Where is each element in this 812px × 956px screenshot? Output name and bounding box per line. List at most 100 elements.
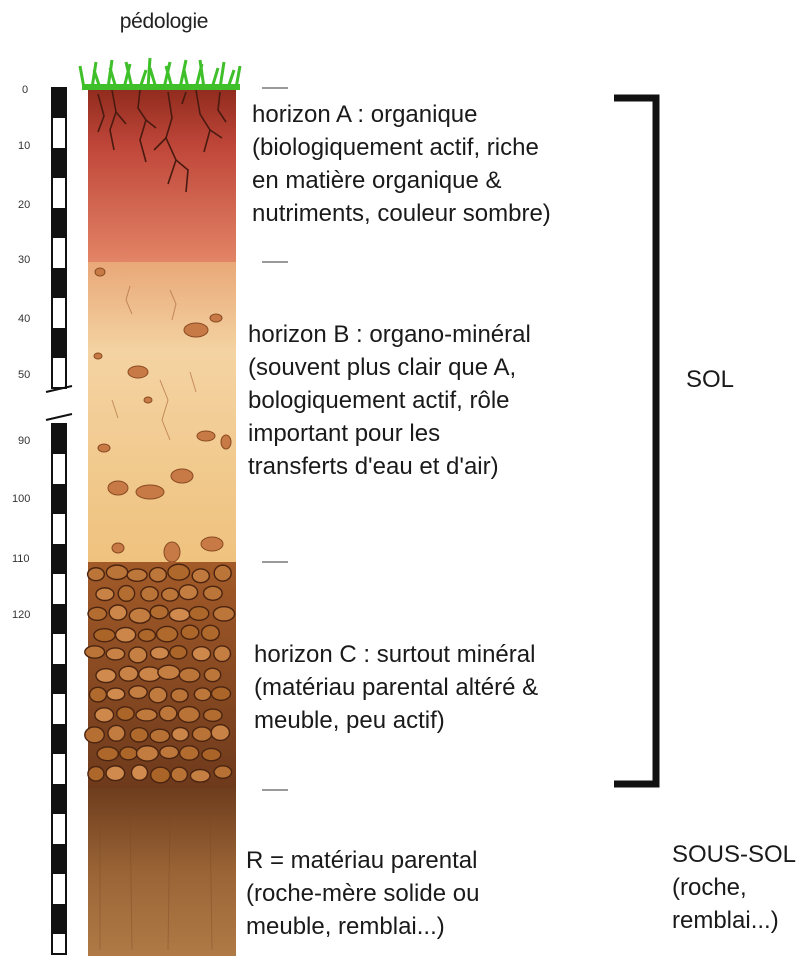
rock-fragment: [85, 646, 105, 658]
horizon-b-heading: horizon B : organo-minéral: [248, 318, 531, 351]
rock-fragment: [139, 667, 161, 682]
rock-fragment: [119, 666, 138, 681]
rock-fragment: [192, 647, 210, 661]
scale-tick-label: 0: [22, 84, 28, 96]
rock-fragment: [171, 767, 187, 782]
rock-fragment: [211, 725, 229, 741]
rock-fragment: [94, 629, 115, 642]
rock-fragment: [88, 568, 105, 581]
rock-fragment: [141, 587, 158, 601]
scale-tick-label: 50: [18, 369, 30, 381]
horizon-c-heading: horizon C : surtout minéral: [254, 638, 538, 671]
rock-fragment: [89, 687, 106, 702]
rock-fragment: [204, 709, 222, 721]
rock-fragment: [85, 727, 105, 743]
horizon-c-description: horizon C : surtout minéral (matériau pa…: [254, 638, 538, 737]
rock-fragment: [159, 706, 176, 721]
rock-fragment: [138, 629, 155, 641]
scale-tick-label: 90: [18, 435, 30, 447]
rock-fragment: [213, 607, 234, 621]
rock-fragment: [97, 747, 118, 761]
rock-fragment: [129, 686, 147, 699]
scale-tick-label: 10: [18, 140, 30, 152]
scale-tick-label: 40: [18, 313, 30, 325]
sous-sol-label: SOUS-SOL (roche, remblai...): [672, 838, 796, 937]
horizon-r-layer: [88, 788, 236, 956]
rock-fragment: [149, 568, 166, 582]
sous-sol-line: remblai...): [672, 904, 796, 937]
rock-fragment: [179, 585, 197, 600]
rock-fragment: [162, 588, 179, 601]
rock-fragment: [136, 709, 157, 721]
rock-fragment: [136, 746, 158, 761]
rock-fragment: [158, 665, 180, 679]
horizon-b-layer: [88, 262, 236, 562]
scale-tick-label: 120: [12, 609, 30, 621]
rock-fragment: [130, 728, 148, 742]
rock-fragment: [151, 767, 170, 783]
sol-bracket: [614, 98, 656, 784]
rock-fragment: [169, 608, 189, 621]
rock-fragment: [120, 747, 137, 760]
rock-fragment: [96, 669, 116, 683]
horizon-b-line: (souvent plus clair que A,: [248, 351, 531, 384]
horizon-b-line: important pour les: [248, 417, 531, 450]
rock-fragment: [214, 565, 231, 581]
horizon-a-description: horizon A : organique (biologiquement ac…: [252, 98, 551, 230]
rock-fragment: [150, 729, 170, 742]
rock-fragment: [168, 564, 190, 580]
horizon-r-heading: R = matériau parental: [246, 844, 479, 877]
rock-fragment: [88, 767, 104, 781]
horizon-a-layer: [88, 86, 236, 262]
rock-fragment: [150, 647, 168, 659]
rock-fragment: [214, 766, 231, 778]
rock-fragment: [150, 605, 168, 618]
rock-fragment: [192, 727, 211, 741]
horizon-a-line: (biologiquement actif, riche: [252, 131, 551, 164]
rock-fragment: [211, 687, 230, 700]
rock-fragment: [179, 668, 200, 682]
scale-tick-label: 30: [18, 254, 30, 266]
scale-tick-label: 100: [12, 493, 30, 505]
horizon-r-description: R = matériau parental (roche-mère solide…: [246, 844, 479, 943]
rock-fragment: [180, 746, 199, 760]
horizon-b-line: transferts d'eau et d'air): [248, 450, 531, 483]
horizon-b-description: horizon B : organo-minéral (souvent plus…: [248, 318, 531, 483]
rock-fragment: [108, 725, 125, 741]
rock-fragment: [192, 569, 209, 583]
rock-fragment: [129, 647, 147, 663]
rock-fragment: [214, 646, 231, 662]
rock-fragment: [95, 708, 114, 722]
scale-tick-label: 20: [18, 199, 30, 211]
rock-fragment: [194, 688, 211, 701]
horizon-b-line: bologiquement actif, rôle: [248, 384, 531, 417]
rock-fragment: [107, 688, 125, 700]
horizon-a-heading: horizon A : organique: [252, 98, 551, 131]
rock-fragment: [129, 608, 150, 623]
rock-fragment: [127, 569, 147, 581]
rock-fragment: [172, 727, 189, 741]
horizon-a-line: en matière organique &: [252, 164, 551, 197]
horizon-a-line: nutriments, couleur sombre): [252, 197, 551, 230]
rock-fragment: [117, 707, 134, 721]
rock-fragment: [170, 646, 187, 659]
scale-tick-label: 110: [12, 553, 30, 565]
depth-scale: 0 10 20 30 40 50 90 100 110 120: [12, 84, 72, 954]
rock-fragment: [149, 687, 167, 703]
soil-column: [80, 58, 240, 956]
rock-fragment: [202, 748, 221, 760]
rock-fragment: [204, 668, 220, 681]
rock-fragment: [88, 607, 107, 620]
sol-label: SOL: [686, 366, 734, 394]
rock-fragment: [118, 586, 134, 602]
rock-fragment: [106, 766, 125, 781]
sous-sol-heading: SOUS-SOL: [672, 838, 796, 871]
rock-fragment: [202, 625, 220, 640]
rock-fragment: [157, 626, 178, 641]
rock-fragment: [116, 628, 136, 643]
rock-fragment: [160, 746, 179, 759]
grass-drawing: [80, 58, 240, 88]
rock-fragment: [204, 586, 223, 600]
rock-fragment: [106, 648, 124, 660]
rock-fragment: [190, 770, 210, 783]
